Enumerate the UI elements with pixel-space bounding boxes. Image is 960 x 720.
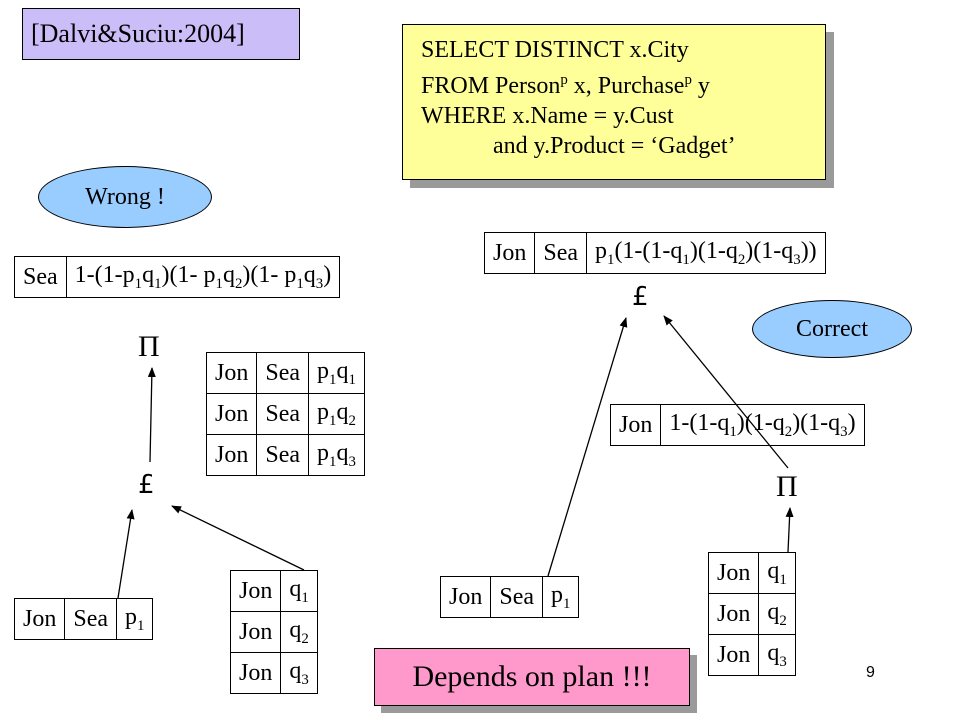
correct-project-operator: Π [776,470,798,503]
table-row: Jon 1-(1-q1)(1-q2)(1-q3) [611,404,865,446]
table-cell: p1 [541,576,579,618]
table-cell: Sea [23,263,58,290]
query-and-line: and y.Product = ‘Gadget’ [493,133,736,159]
query-select-line: SELECT DISTINCT x.City [421,37,689,63]
table-cell: q3 [280,652,318,694]
table-cell: Jon [707,593,760,635]
query-from-line: FROM Personp x, Purchasep y [421,72,710,99]
table-cell: Jon [205,434,258,476]
table-cell: Jon [707,552,760,594]
table-cell: Jon [449,583,483,610]
depends-on-plan-label: Depends on plan !!! [374,648,690,706]
arrow-wrong-purchase-to-join [171,505,305,571]
wrong-join-operator: £ [138,470,155,500]
arrow-correct-person-to-join [547,317,628,577]
table-row: Sea 1-(1-p1q1)(1- p1q2)(1- p1q3) [15,256,340,298]
table-cell: p1q1 [308,352,365,394]
query-where-line: WHERE x.Name = y.Cust [421,103,674,129]
arrow-correct-project-to-join [663,315,789,469]
table-cell: q2 [280,611,318,653]
correct-label: Correct [752,300,912,358]
table-cell: Sea [256,352,309,394]
correct-projected-table: Jon 1-(1-q1)(1-q2)(1-q3) [610,404,865,446]
page-number: 9 [866,664,875,681]
table-cell: Sea [534,232,587,274]
wrong-label: Wrong ! [38,166,212,228]
table-cell: p1q2 [308,393,365,435]
table-cell: Sea [64,598,117,640]
table-cell: q1 [758,552,796,594]
table-cell: Jon [229,652,282,694]
table-cell: Sea [490,576,543,618]
correct-join-operator: £ [632,282,649,312]
table-cell: Jon [493,239,527,266]
table-cell: q2 [758,593,796,635]
table-cell: p1(1-(1-q1)(1-q2)(1-q3)) [586,232,826,274]
table-cell: 1-(1-p1q1)(1- p1q2)(1- p1q3) [65,256,340,298]
wrong-result-table: Sea 1-(1-p1q1)(1- p1q2)(1- p1q3) [14,256,341,298]
table-cell: Jon [619,411,653,438]
arrow-wrong-person-to-join [117,509,135,599]
citation-label: [Dalvi&Suciu:2004] [22,8,300,60]
table-cell: q1 [280,570,318,612]
arrow-wrong-join-to-project [147,367,156,463]
table-cell: p1q3 [308,434,365,476]
table-cell: Sea [256,434,309,476]
table-cell: Jon [23,605,57,632]
table-cell: Jon [205,352,258,394]
table-cell: Jon [229,570,282,612]
table-cell: Jon [229,611,282,653]
table-cell: Jon [205,393,258,435]
arrow-correct-purchase-to-project [785,507,794,553]
sql-query-box: SELECT DISTINCT x.City FROM Personp x, P… [402,24,826,180]
table-cell: p1 [115,598,153,640]
wrong-project-operator: Π [138,330,160,363]
table-cell: 1-(1-q1)(1-q2)(1-q3) [660,404,865,446]
table-cell: Sea [256,393,309,435]
table-cell: q3 [758,634,796,676]
table-cell: Jon [707,634,760,676]
